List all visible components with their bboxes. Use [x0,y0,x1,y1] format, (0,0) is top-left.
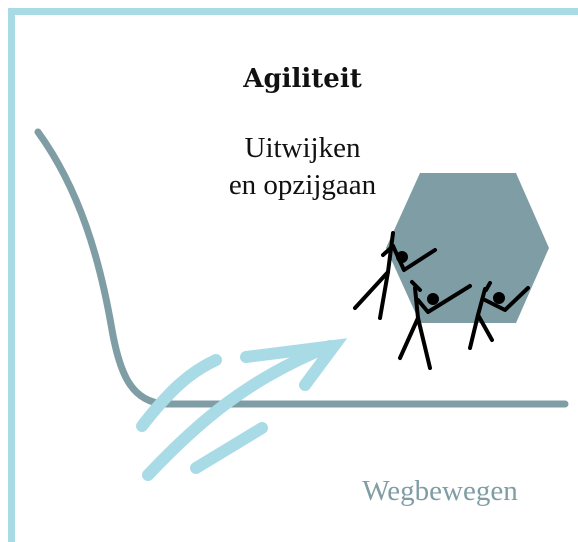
subtitle-line-2: en opzijgaan [228,169,377,201]
arrow-strokes [136,338,348,481]
arrow-stroke-middle [142,340,336,481]
frame-border-top [8,8,578,15]
frame-border-left [8,8,15,542]
descending-curve [34,128,569,408]
stick-figure-2 [398,280,472,370]
diagram-title: Agiliteit [243,64,362,94]
hexagon-boulder [386,173,549,323]
arrow-head [240,338,348,391]
stick-figure-3 [468,281,530,350]
stick-figure-1 [353,231,437,320]
arrow-stroke-bottom [190,422,268,474]
bottom-label: Wegbewegen [362,475,518,507]
arrow-stroke-top [136,354,222,432]
subtitle-line-1: Uitwijken [244,132,361,164]
diagram-subtitle: Uitwijken en opzijgaan [190,130,415,204]
pushing-figures [353,231,530,370]
